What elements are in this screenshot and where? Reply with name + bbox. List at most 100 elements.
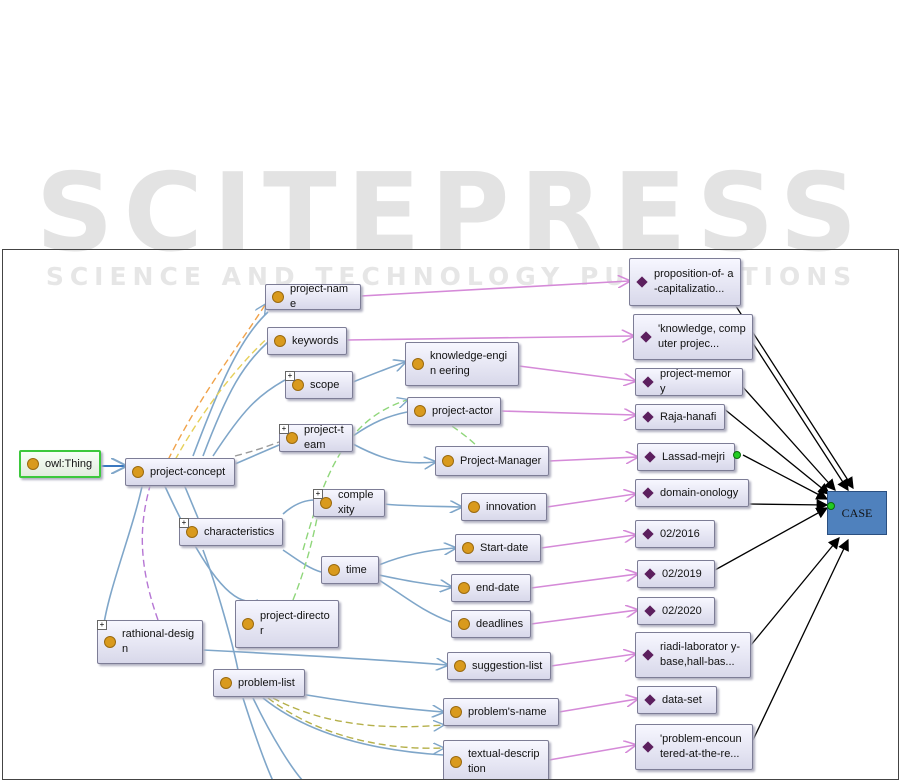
individual-icon — [640, 331, 652, 343]
node-characteristics[interactable]: + characteristics — [179, 518, 283, 546]
class-icon — [274, 335, 286, 347]
node-label: complexity — [338, 489, 374, 516]
edge-dashed — [174, 334, 272, 461]
expand-icon[interactable]: + — [97, 620, 107, 630]
edge-subclass — [282, 499, 316, 515]
individual-problem-encountered[interactable]: 'problem-encoun tered-at-the-re... — [635, 724, 753, 770]
individual-label: project-memory — [660, 368, 731, 395]
node-innovation[interactable]: innovation — [461, 493, 547, 521]
node-time[interactable]: time — [321, 556, 379, 584]
class-icon — [442, 455, 454, 467]
individual-domain-ontology[interactable]: domain-onology — [635, 479, 749, 507]
edge-subclass — [182, 481, 199, 519]
node-label: innovation — [486, 500, 537, 513]
individual-date-2020[interactable]: 02/2020 — [637, 597, 715, 625]
individual-icon — [642, 376, 654, 388]
node-end-date[interactable]: end-date — [451, 574, 531, 602]
expand-icon[interactable]: + — [179, 518, 189, 528]
class-icon — [450, 706, 462, 718]
individual-icon — [644, 605, 656, 617]
class-icon — [272, 291, 284, 303]
class-icon — [132, 466, 144, 478]
individual-label: 'knowledge, computer projec... — [658, 323, 746, 350]
node-project-team[interactable]: + project-team — [279, 424, 353, 452]
node-label: deadlines — [476, 617, 524, 630]
edge-subclass — [382, 504, 461, 507]
expand-icon[interactable]: + — [285, 371, 295, 381]
edge-property — [518, 365, 635, 381]
edge-property — [360, 281, 629, 297]
ontology-graph: owl:Thing project-concept project-name k… — [2, 249, 899, 780]
node-scope[interactable]: + scope — [285, 371, 353, 399]
individual-icon — [642, 528, 654, 540]
class-icon — [468, 501, 480, 513]
individual-label: 02/2019 — [662, 567, 702, 580]
individual-proposition[interactable]: proposition-of- a-capitalizatio... — [629, 258, 741, 306]
class-icon — [186, 526, 198, 538]
node-project-concept[interactable]: project-concept — [125, 458, 235, 486]
node-problem-list[interactable]: problem-list — [213, 669, 305, 697]
node-project-actor[interactable]: project-actor — [407, 397, 501, 425]
node-problems-name[interactable]: problem's-name — [443, 698, 559, 726]
edge-property — [546, 494, 635, 508]
edge-case — [722, 407, 831, 495]
edge-dashed — [292, 489, 324, 601]
edge-dashed — [141, 475, 159, 621]
individual-knowledge-computer[interactable]: 'knowledge, computer projec... — [633, 314, 753, 360]
individual-icon — [642, 741, 654, 753]
edge-dashed — [167, 305, 265, 461]
edge-subclass — [212, 379, 286, 457]
edge-property — [558, 699, 637, 713]
node-label: textual-descrip tion — [468, 748, 540, 775]
individual-label: 02/2020 — [662, 604, 702, 617]
edge-property — [530, 610, 637, 625]
node-owl-thing[interactable]: owl:Thing — [19, 450, 101, 478]
edge-subclass — [102, 481, 144, 631]
node-keywords[interactable]: keywords — [267, 327, 347, 355]
node-knowledge-engineering[interactable]: knowledge-engin eering — [405, 342, 519, 386]
edge-property — [548, 457, 637, 461]
individual-project-memory[interactable]: project-memory — [635, 368, 743, 396]
edge-property — [548, 745, 635, 761]
node-project-name[interactable]: project-name — [265, 283, 361, 310]
individual-date-2019[interactable]: 02/2019 — [637, 560, 715, 588]
node-start-date[interactable]: Start-date — [455, 534, 541, 562]
node-suggestion-list[interactable]: suggestion-list — [447, 652, 551, 680]
edge-case — [732, 375, 836, 491]
node-label: time — [346, 563, 367, 576]
node-rathional-design[interactable]: + rathional-desig n — [97, 620, 203, 664]
node-project-director[interactable]: project-directo r — [235, 600, 339, 648]
edge-subclass — [352, 362, 405, 383]
case-node[interactable]: CASE — [827, 491, 887, 535]
edge-dashed — [234, 441, 280, 457]
individual-riadi[interactable]: riadi-laborator y-base,hall-bas... — [635, 632, 751, 678]
node-label: keywords — [292, 334, 339, 347]
edge-subclass — [202, 341, 269, 457]
class-icon — [458, 618, 470, 630]
class-icon — [454, 660, 466, 672]
node-label: project-concept — [150, 465, 226, 478]
individual-label: 02/2016 — [660, 527, 700, 540]
edge-case — [750, 536, 840, 646]
node-complexity[interactable]: + complexity — [313, 489, 385, 517]
edge-subclass — [192, 311, 269, 457]
individual-date-2016[interactable]: 02/2016 — [635, 520, 715, 548]
edge-subclass — [202, 549, 239, 671]
expand-icon[interactable]: + — [313, 489, 323, 499]
individual-lassad-mejri[interactable]: Lassad-mejri — [637, 443, 735, 471]
node-textual-description[interactable]: textual-descrip tion — [443, 740, 549, 779]
edge-property — [530, 574, 637, 589]
node-project-manager[interactable]: Project-Manager — [435, 446, 549, 476]
individual-label: riadi-laborator y-base,hall-bas... — [660, 641, 741, 668]
individual-icon — [644, 451, 656, 463]
individual-data-set[interactable]: data-set — [637, 686, 717, 714]
edge-property — [500, 411, 635, 415]
class-icon — [450, 756, 462, 768]
individual-raja-hanafi[interactable]: Raja-hanafi — [635, 404, 725, 430]
class-icon — [220, 677, 232, 689]
node-label: end-date — [476, 581, 520, 594]
node-deadlines[interactable]: deadlines — [451, 610, 531, 638]
connector-dot — [827, 502, 835, 510]
expand-icon[interactable]: + — [279, 424, 289, 434]
individual-icon — [642, 411, 654, 423]
